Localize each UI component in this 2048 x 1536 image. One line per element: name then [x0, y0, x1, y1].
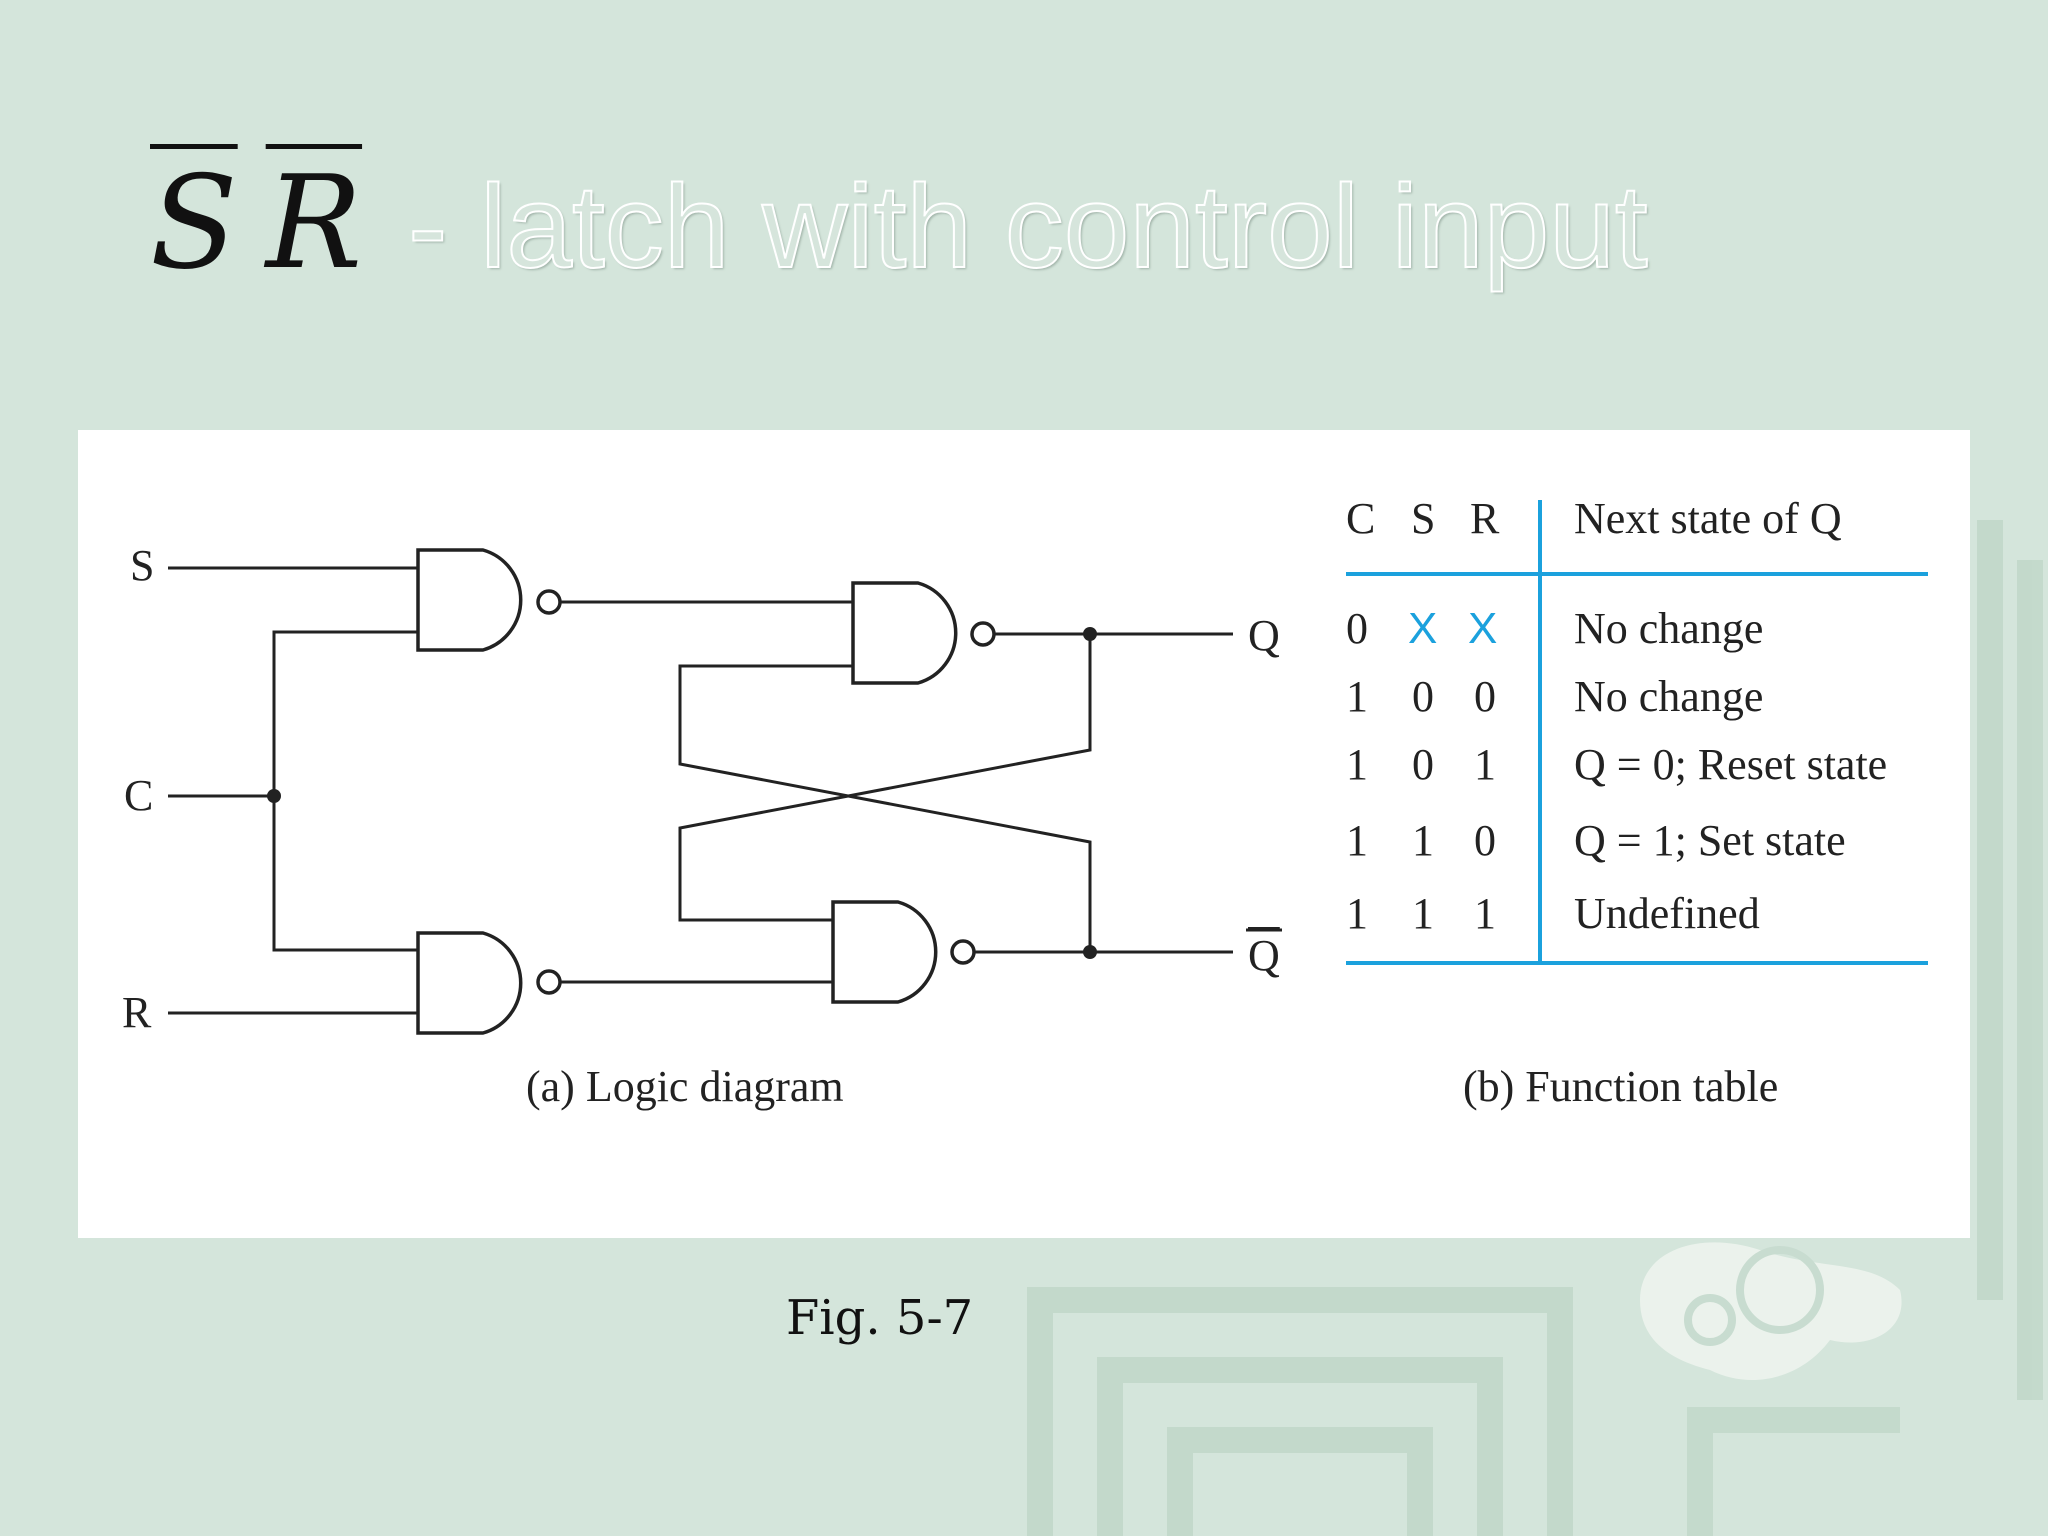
cell-next-state: Q = 0; Reset state: [1574, 740, 1887, 789]
table-row-4: 1 1 0 Q = 1; Set state: [1346, 816, 1846, 865]
function-table-caption: (b) Function table: [1463, 1062, 1778, 1111]
cell-c: 1: [1346, 740, 1368, 789]
cell-next-state: Undefined: [1574, 889, 1760, 938]
cell-c: 1: [1346, 816, 1368, 865]
title-text: - latch with control input: [407, 161, 1649, 293]
nand-bubble-4: [950, 939, 976, 965]
feedback-q-bar: [678, 664, 1092, 952]
cell-next-state: No change: [1574, 672, 1763, 721]
input-label-c: C: [124, 771, 153, 820]
cell-c: 0: [1346, 604, 1368, 653]
input-label-r: R: [122, 988, 152, 1037]
cell-next-state: No change: [1574, 604, 1763, 653]
nand-bubble-2: [970, 621, 996, 647]
cell-r: 0: [1474, 816, 1496, 865]
cell-c: 1: [1346, 889, 1368, 938]
title-s-bar: S: [150, 149, 238, 298]
logic-diagram: [168, 548, 1233, 1035]
table-row-5: 1 1 1 Undefined: [1346, 889, 1760, 938]
nand-bubble-3: [536, 969, 562, 995]
cell-r: 0: [1474, 672, 1496, 721]
junction-q: [1083, 627, 1097, 641]
junction-c: [267, 789, 281, 803]
cell-s: 0: [1412, 740, 1434, 789]
table-header-r: R: [1470, 494, 1500, 543]
cell-s: 0: [1412, 672, 1434, 721]
wire-c-down: [272, 796, 418, 952]
output-label-q: Q: [1248, 611, 1280, 660]
cell-r: 1: [1474, 740, 1496, 789]
table-row-3: 1 0 1 Q = 0; Reset state: [1346, 740, 1887, 789]
slide-title: S R - latch with control input: [150, 149, 1649, 320]
junction-dots: [267, 627, 1097, 959]
cell-s-dont-care: X: [1408, 604, 1437, 653]
table-header-s: S: [1411, 494, 1435, 543]
figure-caption: Fig. 5-7: [786, 1290, 974, 1346]
cell-s: 1: [1412, 816, 1434, 865]
wire-c-up: [272, 630, 418, 796]
table-row-1: 0 X X No change: [1346, 604, 1763, 653]
table-header-c: C: [1346, 494, 1375, 543]
output-label-q-bar: Q: [1248, 931, 1280, 980]
feedback-q: [678, 634, 1092, 922]
table-header-next-state: Next state of Q: [1574, 494, 1842, 543]
cell-r: 1: [1474, 889, 1496, 938]
figure-panel: S C R Q Q (a) Logic diagram C S R Next s…: [78, 430, 1970, 1238]
figure-svg: S C R Q Q (a) Logic diagram C S R Next s…: [122, 494, 1928, 1111]
nand-gate-2: [851, 581, 958, 685]
cell-s: 1: [1412, 889, 1434, 938]
table-row-2: 1 0 0 No change: [1346, 672, 1763, 721]
logic-diagram-caption: (a) Logic diagram: [526, 1062, 844, 1111]
function-table: C S R Next state of Q 0 X X No change 1 …: [1346, 494, 1928, 965]
junction-q-bar: [1083, 945, 1097, 959]
nand-bubble-1: [536, 589, 562, 615]
cell-r-dont-care: X: [1468, 604, 1497, 653]
input-label-s: S: [130, 541, 154, 590]
cell-next-state: Q = 1; Set state: [1574, 816, 1846, 865]
nand-gate-3: [416, 931, 523, 1035]
cell-c: 1: [1346, 672, 1368, 721]
nand-gate-1: [416, 548, 523, 652]
title-r-bar: R: [265, 149, 363, 298]
nand-gate-4: [831, 900, 938, 1004]
